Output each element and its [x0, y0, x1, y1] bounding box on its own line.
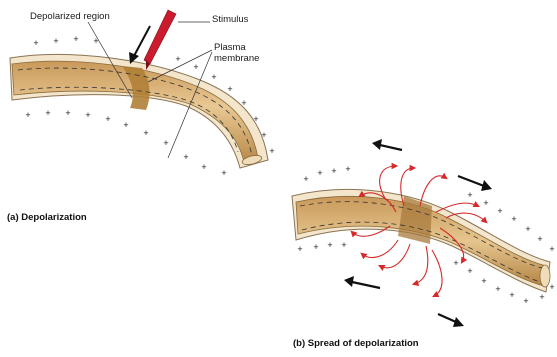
- positive-charge: +: [193, 62, 198, 72]
- positive-charge: +: [303, 174, 308, 184]
- positive-charge: +: [317, 168, 322, 178]
- panel-a-caption: (a) Depolarization: [7, 212, 87, 223]
- stimulus-label: Stimulus: [212, 14, 248, 25]
- local-current-arrow: [414, 246, 428, 284]
- positive-charge: +: [523, 296, 528, 306]
- positive-charge: +: [73, 34, 78, 44]
- positive-charge: +: [85, 110, 90, 120]
- positive-charge: +: [453, 258, 458, 268]
- positive-charge: +: [211, 72, 216, 82]
- positive-charge: +: [261, 130, 266, 140]
- arrow-up-left: [372, 139, 402, 150]
- positive-charge: +: [53, 36, 58, 46]
- positive-charge: +: [313, 242, 318, 252]
- stimulus-electrode: [144, 10, 176, 70]
- plasma-membrane-label-line1: Plasma: [214, 42, 246, 53]
- positive-charge: +: [105, 114, 110, 124]
- plasma-membrane-label-line2: membrane: [214, 53, 259, 64]
- positive-charge: +: [221, 168, 226, 178]
- positive-charge: +: [549, 282, 554, 292]
- positive-charge: +: [549, 244, 554, 254]
- positive-charge: +: [183, 152, 188, 162]
- arrow-left-lower: [344, 276, 380, 288]
- positive-charge: +: [201, 162, 206, 172]
- positive-charge: +: [497, 206, 502, 216]
- panel-b-caption: (b) Spread of depolarization: [293, 338, 419, 349]
- arrow-right-upper: [458, 176, 492, 191]
- positive-charge: +: [253, 114, 258, 124]
- positive-charge: +: [467, 190, 472, 200]
- positive-charge: +: [25, 110, 30, 120]
- positive-charge: +: [93, 36, 98, 46]
- local-current-arrow: [380, 244, 410, 268]
- positive-charge: +: [45, 108, 50, 118]
- positive-charge: +: [241, 98, 246, 108]
- positive-charge: +: [509, 290, 514, 300]
- positive-charge: +: [511, 214, 516, 224]
- positive-charge: +: [483, 198, 488, 208]
- positive-charge: +: [539, 292, 544, 302]
- positive-charge: +: [33, 38, 38, 48]
- positive-charge: +: [123, 120, 128, 130]
- positive-charge: +: [481, 276, 486, 286]
- positive-charge: +: [345, 164, 350, 174]
- local-current-arrow: [362, 240, 398, 258]
- positive-charge: +: [495, 284, 500, 294]
- positive-charge: +: [269, 146, 274, 156]
- positive-charge: +: [163, 138, 168, 148]
- positive-charge: +: [65, 108, 70, 118]
- positive-charge: +: [327, 240, 332, 250]
- positive-charge: +: [297, 244, 302, 254]
- positive-charge: +: [227, 84, 232, 94]
- positive-charge: +: [341, 240, 346, 250]
- depolarized-region-label: Depolarized region: [30, 11, 110, 22]
- positive-charge: +: [143, 128, 148, 138]
- positive-charge: +: [467, 266, 472, 276]
- local-current-arrow: [432, 250, 442, 296]
- positive-charge: +: [175, 54, 180, 64]
- positive-charge: +: [525, 224, 530, 234]
- positive-charge: +: [537, 234, 542, 244]
- positive-charge: +: [331, 166, 336, 176]
- arrow-right-lower: [438, 314, 464, 327]
